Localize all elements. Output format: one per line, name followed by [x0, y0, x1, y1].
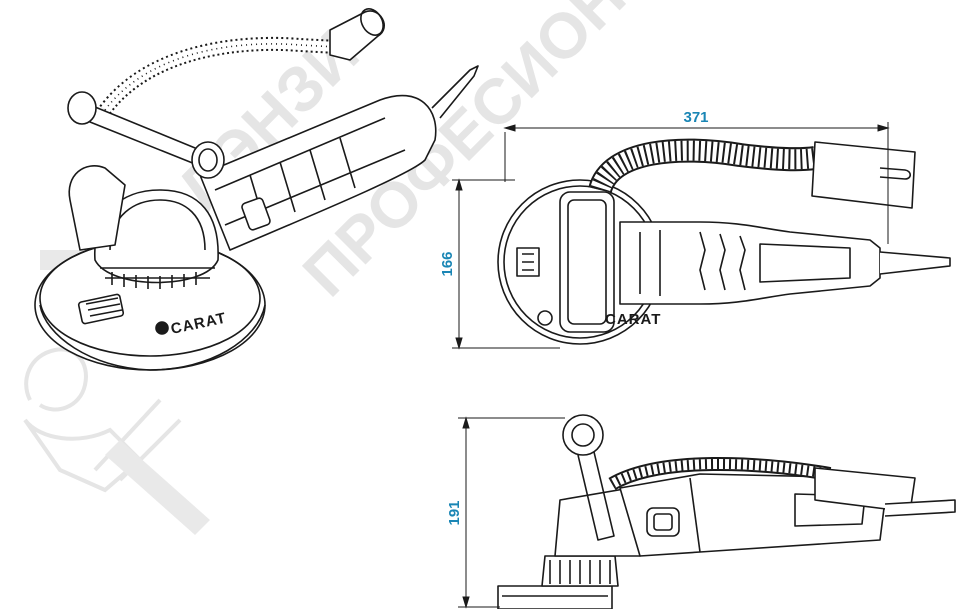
dimension-width-label: 166: [439, 251, 456, 276]
brand-label-top: CARAT: [605, 311, 661, 328]
grinder-isometric-view: [34, 8, 479, 371]
dimension-length-label: 371: [683, 109, 708, 126]
grinder-side-view: [497, 414, 956, 609]
grinder-top-view: [497, 138, 951, 345]
dimension-height-label: 191: [446, 500, 463, 525]
dimension-lines: [452, 122, 890, 609]
